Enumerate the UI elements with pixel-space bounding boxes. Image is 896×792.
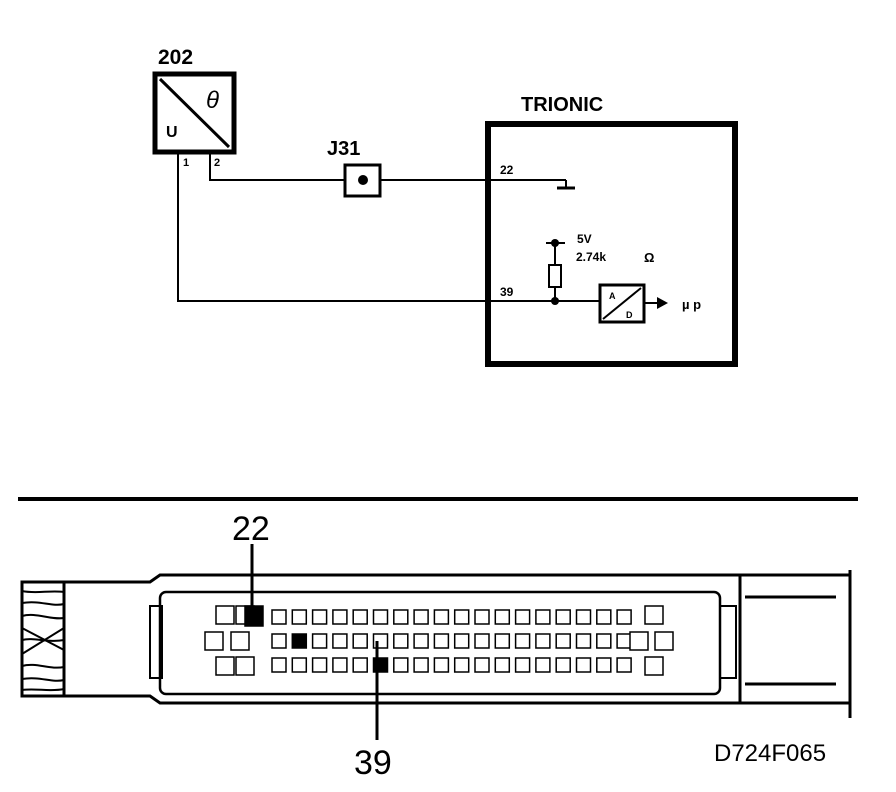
power-pin xyxy=(215,605,235,625)
connector-pin xyxy=(616,633,632,649)
connector-pin xyxy=(332,657,348,673)
connector-pin xyxy=(311,609,328,625)
pullup-resistor xyxy=(546,239,565,305)
power-pin xyxy=(654,631,674,651)
connector-pin xyxy=(453,657,470,673)
connector-pin xyxy=(474,657,490,673)
junction-j31: J31 xyxy=(327,138,382,198)
supply-voltage: 5V xyxy=(577,232,592,246)
connector-pin xyxy=(555,609,571,625)
connector-pin xyxy=(311,633,328,649)
callout-22: 22 xyxy=(232,510,270,610)
sensor-number: 202 xyxy=(158,46,193,69)
connector-pin xyxy=(555,657,571,673)
connector-pin xyxy=(433,633,450,649)
connector-pin xyxy=(535,657,551,673)
connector-illustration: 22 39 xyxy=(20,510,852,782)
power-pin xyxy=(644,656,664,676)
connector-pin xyxy=(393,609,409,625)
connector-pin xyxy=(596,633,612,649)
connector-pin xyxy=(352,657,368,673)
power-pin xyxy=(204,631,224,651)
connector-pin xyxy=(433,609,450,625)
connector-pin xyxy=(494,657,511,673)
connector-pin xyxy=(555,633,571,649)
connector-pin xyxy=(575,609,592,625)
connector-pin xyxy=(474,609,490,625)
microprocessor-output: µ p xyxy=(682,297,701,312)
ecu-title: TRIONIC xyxy=(521,94,603,116)
connector-pin xyxy=(352,609,368,625)
connector-pin xyxy=(433,657,450,673)
callout-22-label: 22 xyxy=(232,510,270,548)
wire-pin1-signal xyxy=(177,152,600,302)
highlighted-pin-22 xyxy=(244,605,264,627)
connector-pin xyxy=(494,609,511,625)
theta-symbol: θ xyxy=(206,87,219,114)
ohm-symbol: Ω xyxy=(644,250,654,265)
trionic-ecu: TRIONIC 22 39 5V 2.74k Ω A D xyxy=(485,94,738,367)
wire-bundle xyxy=(20,580,66,698)
connector-pin xyxy=(514,609,531,625)
connector-pin xyxy=(453,609,470,625)
connector-pin xyxy=(575,657,592,673)
power-pin xyxy=(629,631,649,651)
sensor-pin-1-label: 1 xyxy=(183,157,189,169)
ecu-pin-22-label: 22 xyxy=(500,163,514,177)
power-pin xyxy=(230,631,250,651)
connector-housing xyxy=(64,570,852,718)
connector-pin xyxy=(453,633,470,649)
schematic: 202 θ U 1 2 J31 TRIONIC 22 39 xyxy=(152,46,738,367)
resistor-value: 2.74k xyxy=(576,250,606,264)
connector-pin xyxy=(413,633,429,649)
connector-pin xyxy=(271,657,287,673)
connector-pin xyxy=(575,633,592,649)
connector-pin xyxy=(352,633,368,649)
highlighted-pin xyxy=(291,633,308,649)
connector-pin xyxy=(413,609,429,625)
adc-d-label: D xyxy=(626,310,633,320)
u-symbol: U xyxy=(166,124,178,141)
connector-pin xyxy=(311,657,328,673)
temperature-sensor-202: 202 θ U 1 2 xyxy=(152,46,237,169)
connector-pin xyxy=(616,609,632,625)
connector-pin xyxy=(393,633,409,649)
connector-pin xyxy=(393,657,409,673)
callout-39-label: 39 xyxy=(354,744,392,782)
connector-pin xyxy=(494,633,511,649)
power-pin xyxy=(215,656,235,676)
connector-pin xyxy=(413,657,429,673)
power-pin xyxy=(644,605,664,625)
connector-pin xyxy=(514,657,531,673)
connector-pin xyxy=(332,609,348,625)
figure-code: D724F065 xyxy=(714,740,826,767)
wire-pin2-ground xyxy=(209,152,575,190)
ecu-pin-39-label: 39 xyxy=(500,285,514,299)
connector-pin xyxy=(596,657,612,673)
connector-pin xyxy=(372,609,389,625)
sensor-pin-2-label: 2 xyxy=(214,157,220,169)
ad-converter: A D xyxy=(598,283,668,324)
callout-39: 39 xyxy=(354,641,392,782)
connector-pin xyxy=(332,633,348,649)
connector-pin-grid xyxy=(204,605,674,676)
connector-pin xyxy=(291,657,308,673)
connector-pin xyxy=(271,609,287,625)
connector-pin xyxy=(514,633,531,649)
adc-a-label: A xyxy=(609,291,616,301)
connector-pin xyxy=(535,633,551,649)
power-pin xyxy=(235,656,255,676)
junction-label: J31 xyxy=(327,138,360,160)
connector-pin xyxy=(271,633,287,649)
connector-pin xyxy=(616,657,632,673)
connector-pin xyxy=(535,609,551,625)
connector-pin xyxy=(291,609,308,625)
connector-pin xyxy=(474,633,490,649)
connector-pin xyxy=(596,609,612,625)
